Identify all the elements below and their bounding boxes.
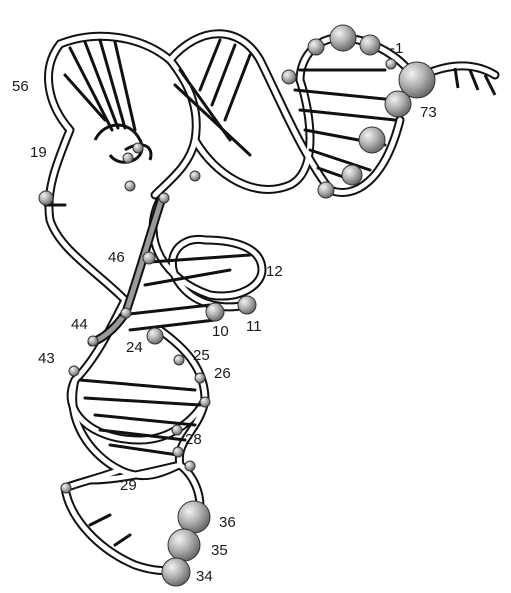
label-43: 43 bbox=[38, 350, 55, 367]
sphere bbox=[206, 303, 224, 321]
sphere bbox=[174, 355, 184, 365]
label-44: 44 bbox=[71, 316, 88, 333]
sphere bbox=[147, 328, 163, 344]
label-25: 25 bbox=[193, 347, 210, 364]
label-24: 24 bbox=[126, 339, 143, 356]
label-11: 11 bbox=[246, 318, 262, 335]
sphere bbox=[318, 182, 334, 198]
sphere bbox=[342, 165, 362, 185]
sphere bbox=[178, 501, 210, 533]
sphere bbox=[39, 191, 53, 205]
sphere bbox=[359, 127, 385, 153]
sphere bbox=[88, 336, 98, 346]
sphere bbox=[162, 558, 190, 586]
sphere bbox=[282, 70, 296, 84]
label-35: 35 bbox=[211, 542, 228, 559]
sphere bbox=[121, 308, 131, 318]
label-10: 10 bbox=[212, 323, 229, 340]
sphere bbox=[69, 366, 79, 376]
label-36: 36 bbox=[219, 514, 236, 531]
sphere bbox=[385, 91, 411, 117]
label-minus1: -1 bbox=[390, 40, 403, 57]
sphere bbox=[330, 25, 356, 51]
sphere bbox=[386, 59, 396, 69]
label-12: 12 bbox=[266, 263, 283, 280]
sphere bbox=[61, 483, 71, 493]
sphere bbox=[185, 461, 195, 471]
label-56: 56 bbox=[12, 78, 29, 95]
label-46: 46 bbox=[108, 249, 125, 266]
sphere bbox=[123, 153, 133, 163]
sphere bbox=[195, 373, 205, 383]
sphere bbox=[238, 296, 256, 314]
sphere bbox=[172, 425, 182, 435]
label-19: 19 bbox=[30, 144, 47, 161]
label-29: 29 bbox=[120, 477, 137, 494]
sphere bbox=[200, 397, 210, 407]
label-28: 28 bbox=[185, 431, 202, 448]
sphere bbox=[125, 181, 135, 191]
sphere bbox=[308, 39, 324, 55]
label-73: 73 bbox=[420, 104, 437, 121]
sphere bbox=[190, 171, 200, 181]
sphere bbox=[143, 252, 155, 264]
sphere bbox=[173, 447, 183, 457]
sphere bbox=[360, 35, 380, 55]
sphere bbox=[159, 193, 169, 203]
sphere bbox=[168, 529, 200, 561]
label-34: 34 bbox=[196, 568, 213, 585]
sphere bbox=[133, 143, 143, 153]
label-26: 26 bbox=[214, 365, 231, 382]
